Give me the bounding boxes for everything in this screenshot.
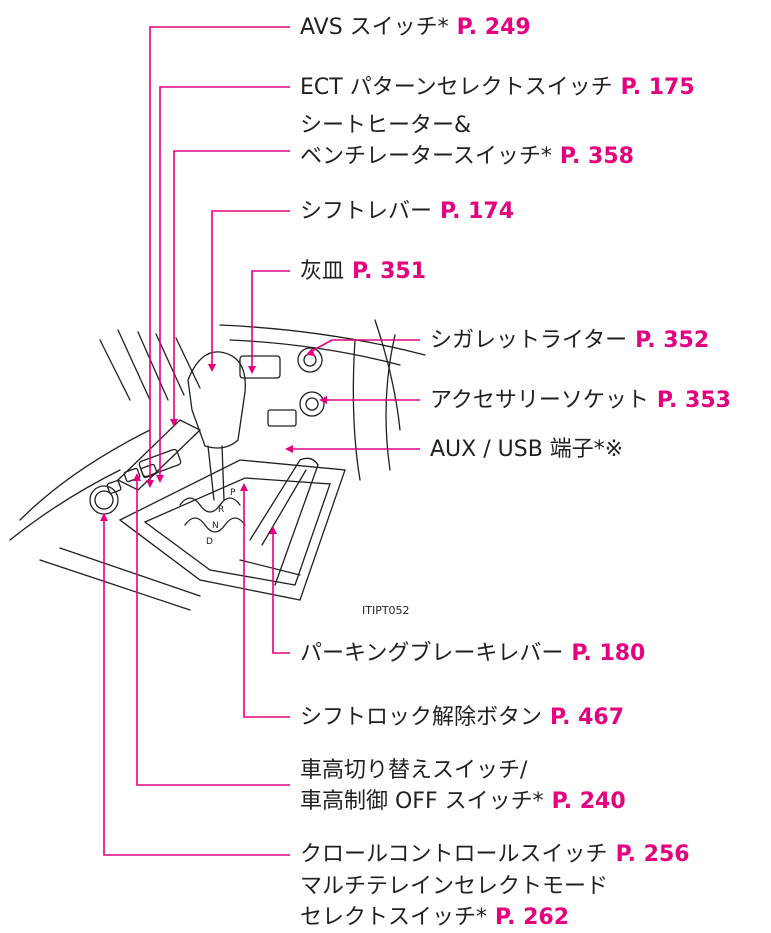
callout-shift-text: シフトレバー bbox=[300, 199, 433, 224]
callout-height-page[interactable]: P. 240 bbox=[551, 789, 626, 814]
callout-aux: AUX / USB 端子*※ bbox=[430, 434, 623, 465]
callout-ect-text: ECT パターンセレクトスイッチ bbox=[300, 75, 613, 100]
callout-avs-page[interactable]: P. 249 bbox=[456, 15, 531, 40]
callout-lock-text: シフトロック解除ボタン bbox=[300, 705, 543, 730]
callout-park: パーキングブレーキレバー P. 180 bbox=[300, 638, 645, 669]
callout-acc-text: アクセサリーソケット bbox=[430, 388, 649, 413]
callout-crawl: クロールコントロールスイッチ P. 256 bbox=[300, 839, 690, 870]
callout-ash: 灰皿 P. 351 bbox=[300, 256, 426, 287]
svg-text:P: P bbox=[230, 488, 236, 498]
callout-park-text: パーキングブレーキレバー bbox=[300, 641, 564, 666]
callout-cig-page[interactable]: P. 352 bbox=[635, 328, 710, 353]
callout-ect: ECT パターンセレクトスイッチ P. 175 bbox=[300, 72, 695, 103]
callout-acc-page[interactable]: P. 353 bbox=[656, 388, 731, 413]
callout-crawl-page[interactable]: P. 256 bbox=[615, 842, 690, 867]
callout-lock-page[interactable]: P. 467 bbox=[550, 705, 625, 730]
callout-terrain-page[interactable]: P. 262 bbox=[495, 905, 570, 930]
callout-terrain: マルチテレインセレクトモード セレクトスイッチ* P. 262 bbox=[300, 871, 608, 933]
callout-height-line1: 車高切り替えスイッチ/ bbox=[300, 758, 528, 783]
callout-shift: シフトレバー P. 174 bbox=[300, 196, 514, 227]
callout-terrain-line2: セレクトスイッチ* bbox=[300, 905, 488, 930]
console-line-art: P R N D bbox=[9, 319, 426, 611]
callout-avs: AVS スイッチ* P. 249 bbox=[300, 12, 531, 43]
callout-shift-page[interactable]: P. 174 bbox=[440, 199, 515, 224]
callout-ash-page[interactable]: P. 351 bbox=[352, 259, 427, 284]
callout-avs-text: AVS スイッチ* bbox=[300, 15, 449, 40]
callout-acc: アクセサリーソケット P. 353 bbox=[430, 385, 731, 416]
callout-lock: シフトロック解除ボタン P. 467 bbox=[300, 702, 624, 733]
leader-lines bbox=[103, 26, 420, 856]
callout-height-line2: 車高制御 OFF スイッチ* bbox=[300, 789, 544, 814]
callout-height: 車高切り替えスイッチ/ 車高制御 OFF スイッチ* P. 240 bbox=[300, 755, 626, 817]
callout-aux-text: AUX / USB 端子*※ bbox=[430, 437, 624, 462]
callout-seat-line2: ベンチレータースイッチ* bbox=[300, 144, 552, 169]
callout-crawl-text: クロールコントロールスイッチ bbox=[300, 842, 608, 867]
callout-cig: シガレットライター P. 352 bbox=[430, 325, 709, 356]
svg-text:N: N bbox=[212, 521, 219, 531]
callout-seat-line1: シートヒーター& bbox=[300, 113, 472, 138]
svg-text:D: D bbox=[206, 537, 213, 547]
callout-seat: シートヒーター& ベンチレータースイッチ* P. 358 bbox=[300, 110, 634, 172]
callout-ect-page[interactable]: P. 175 bbox=[620, 75, 695, 100]
callout-seat-page[interactable]: P. 358 bbox=[559, 144, 634, 169]
callout-terrain-line1: マルチテレインセレクトモード bbox=[300, 874, 609, 899]
figure-code: ITIPT052 bbox=[362, 604, 410, 617]
leader-arrowheads bbox=[100, 348, 327, 534]
callout-ash-text: 灰皿 bbox=[300, 259, 345, 284]
callout-park-page[interactable]: P. 180 bbox=[571, 641, 646, 666]
svg-text:R: R bbox=[218, 505, 224, 515]
callout-cig-text: シガレットライター bbox=[430, 328, 628, 353]
